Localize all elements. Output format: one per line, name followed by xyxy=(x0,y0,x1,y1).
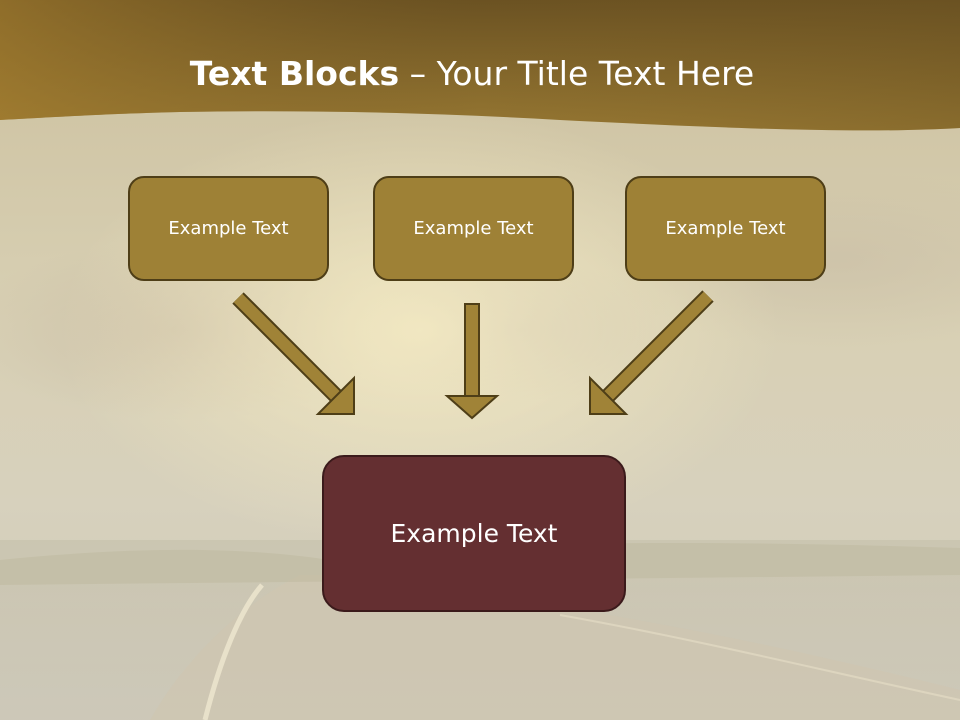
title-banner xyxy=(0,0,960,131)
text-block-top-right-label: Example Text xyxy=(665,218,786,239)
title-rest: – Your Title Text Here xyxy=(399,54,755,93)
text-block-top-left-label: Example Text xyxy=(168,218,289,239)
title-bold: Text Blocks xyxy=(189,54,400,93)
text-block-top-middle-label: Example Text xyxy=(413,218,534,239)
text-block-bottom[interactable]: Example Text xyxy=(322,455,626,612)
text-block-bottom-label: Example Text xyxy=(390,519,558,548)
text-block-top-middle[interactable]: Example Text xyxy=(373,176,574,281)
text-block-top-left[interactable]: Example Text xyxy=(128,176,329,281)
arrow-left-diagonal xyxy=(232,292,355,415)
arrow-middle-down xyxy=(444,303,500,420)
slide-title: Text Blocks – Your Title Text Here xyxy=(0,52,944,96)
arrow-right-diagonal xyxy=(589,290,714,415)
text-block-top-right[interactable]: Example Text xyxy=(625,176,826,281)
